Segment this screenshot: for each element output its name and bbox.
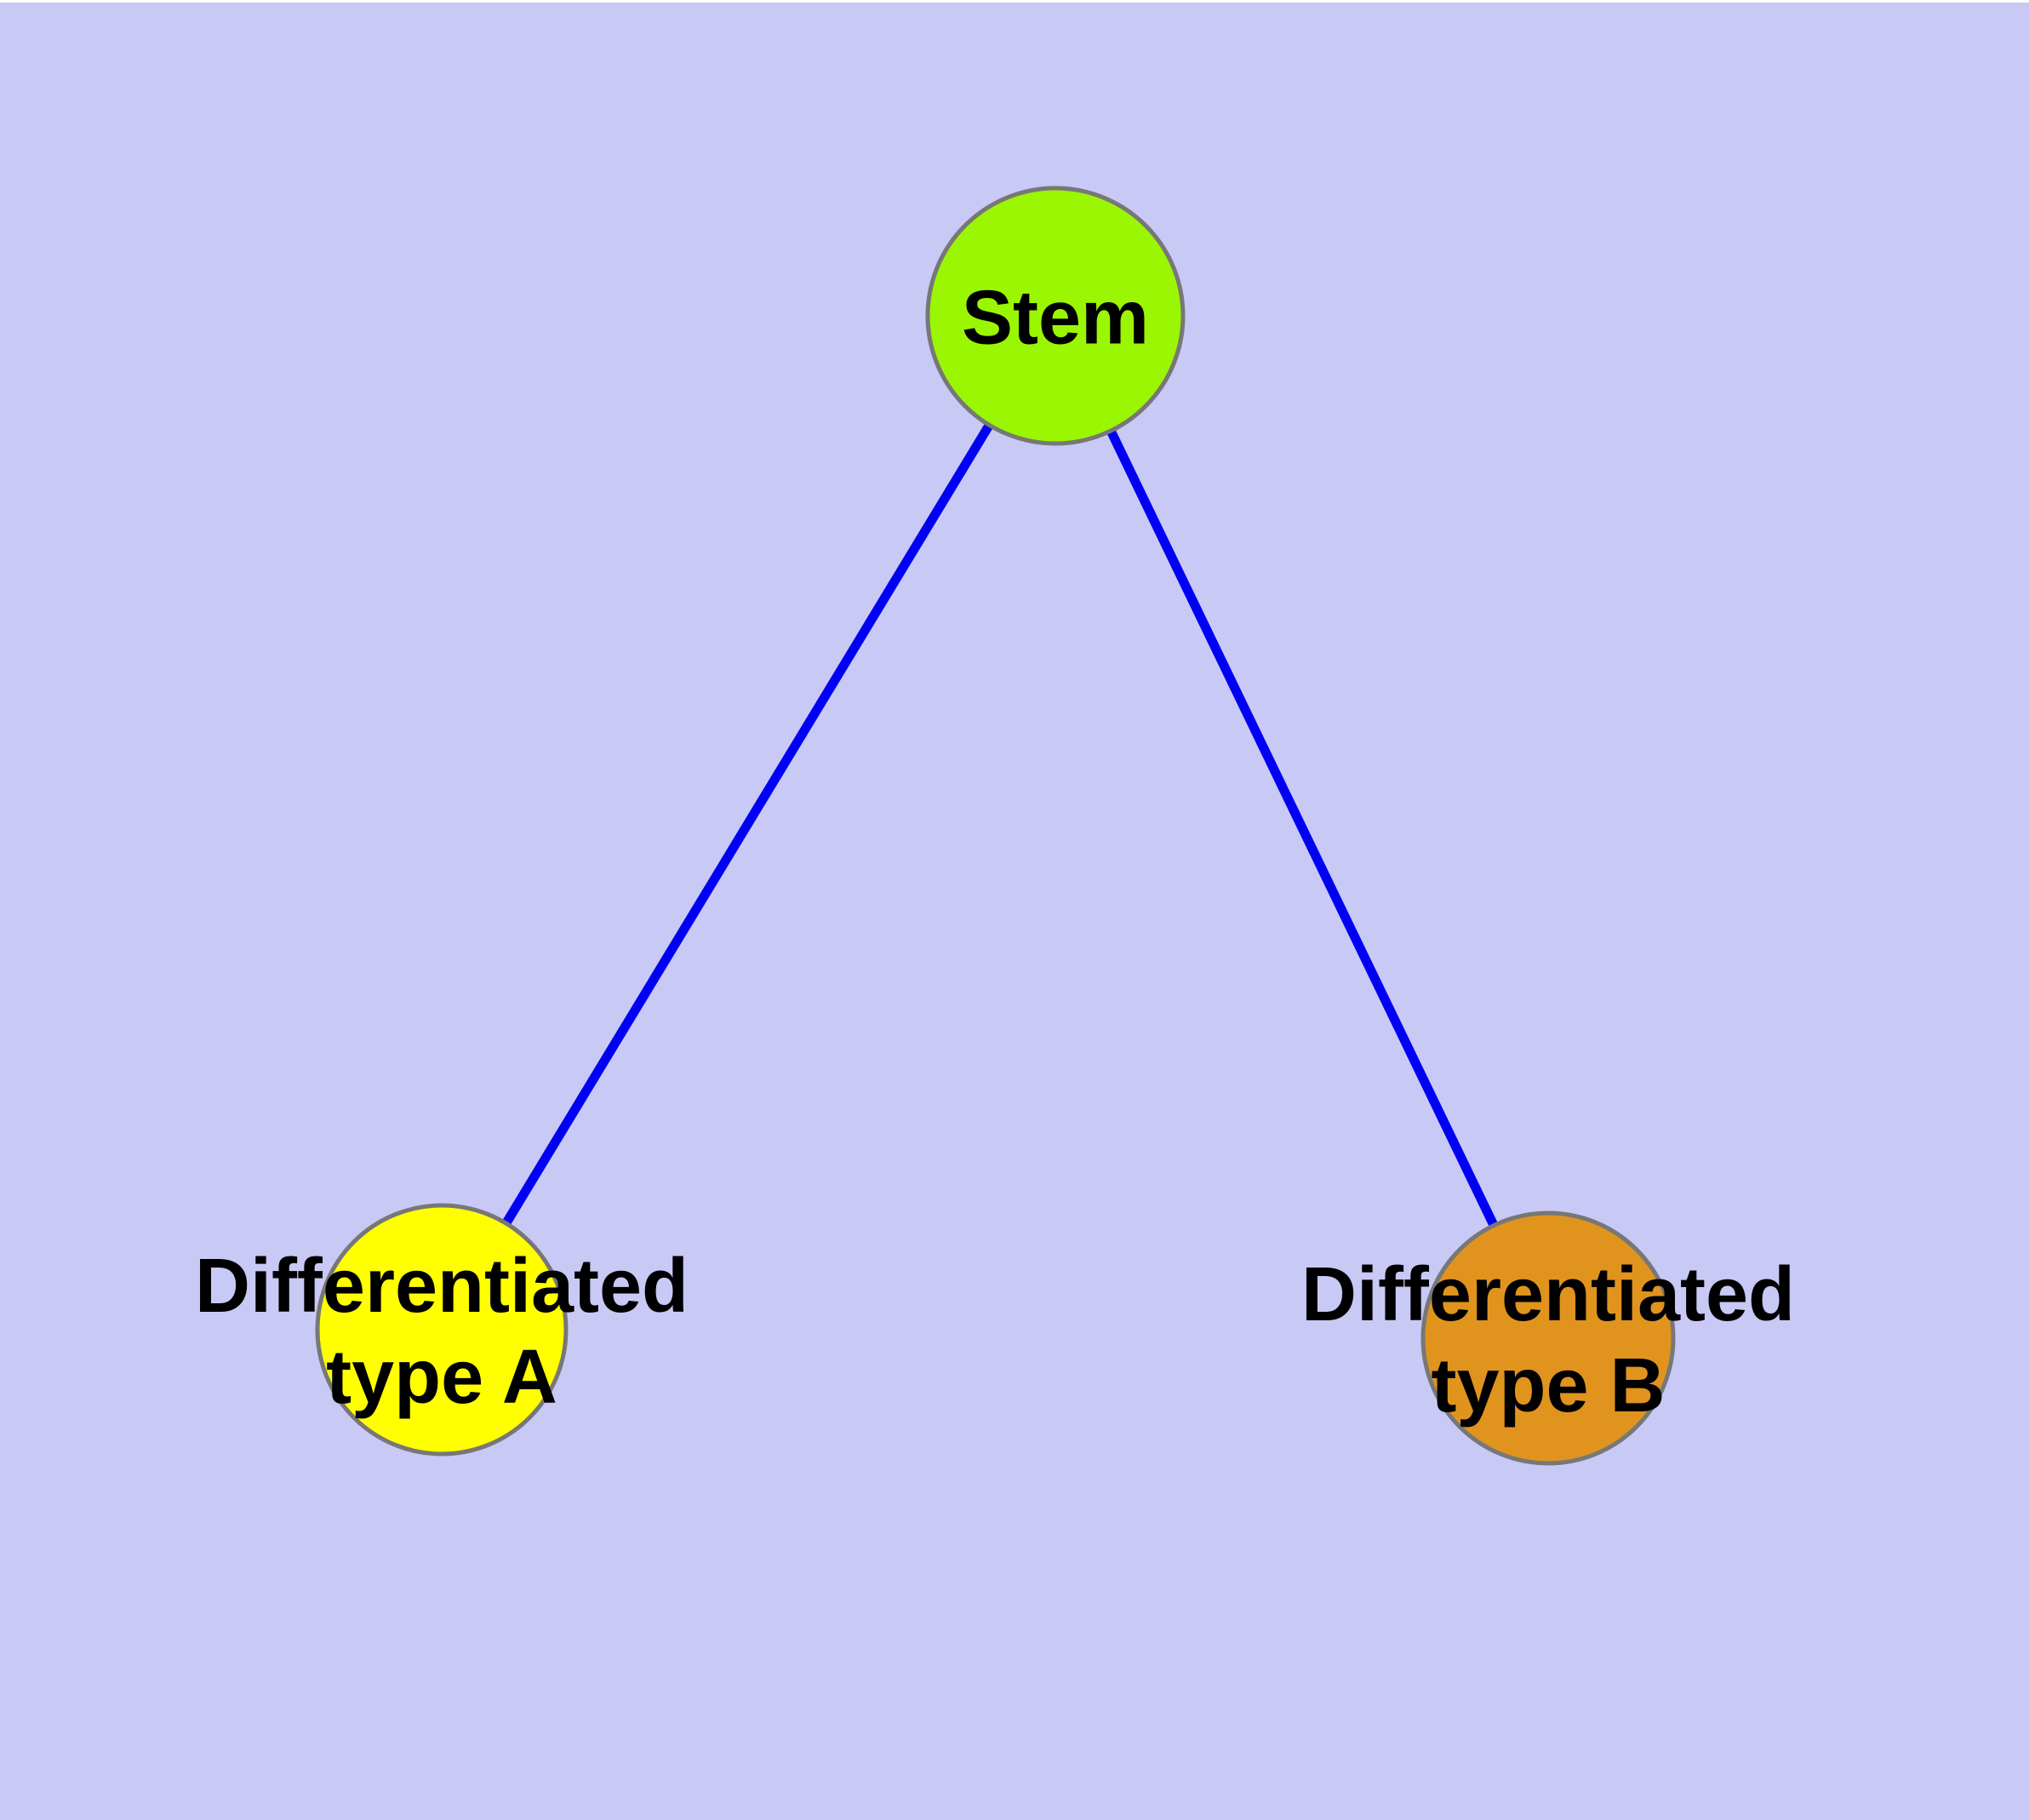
node-circle-diff-b xyxy=(1420,1210,1676,1466)
top-border-strip xyxy=(0,0,2029,3)
node-circle-stem xyxy=(925,186,1186,446)
node-circle-diff-a xyxy=(315,1203,569,1457)
node-label-diff-a-line1: Differentiated xyxy=(195,1244,689,1329)
edge-stem-to-diff-a xyxy=(437,313,1060,1332)
node-label-stem-line1: Stem xyxy=(962,275,1149,360)
node-label-diff-b-line2: type B xyxy=(1431,1343,1665,1428)
node-label-diff-b-line1: Differentiated xyxy=(1301,1252,1795,1337)
edge-stem-to-diff-b xyxy=(1051,313,1552,1341)
node-label-diff-a-line2: type A xyxy=(326,1335,557,1420)
